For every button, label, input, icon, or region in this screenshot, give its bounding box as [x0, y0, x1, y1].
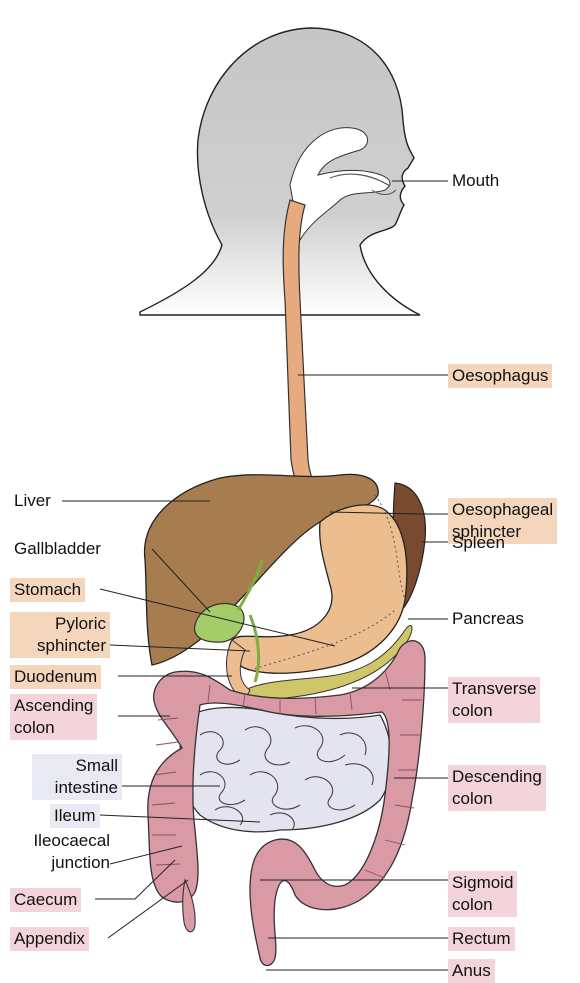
label-sigmoid-colon: Sigmoid colon — [448, 871, 517, 917]
label-liver: Liver — [14, 490, 51, 512]
label-spleen: Spleen — [452, 532, 505, 554]
label-anus: Anus — [448, 959, 495, 983]
label-appendix: Appendix — [10, 927, 89, 951]
small-intestine — [180, 707, 391, 831]
label-descending-colon: Descending colon — [448, 765, 546, 811]
label-oesophagus: Oesophagus — [448, 364, 552, 388]
label-ileum: Ileum — [50, 804, 100, 828]
label-rectum: Rectum — [448, 927, 515, 951]
label-pyloric-sphincter: Pyloric sphincter — [10, 612, 110, 658]
label-duodenum: Duodenum — [10, 665, 101, 689]
label-pancreas: Pancreas — [452, 608, 524, 630]
label-gallbladder: Gallbladder — [14, 538, 101, 560]
label-small-intestine: Small intestine — [32, 754, 122, 800]
label-transverse-colon: Transverse colon — [448, 677, 540, 723]
label-ileocaecal-junction: Ileocaecal junction — [10, 830, 110, 874]
label-caecum: Caecum — [10, 888, 81, 912]
label-ascending-colon: Ascending colon — [10, 694, 97, 740]
head-silhouette — [140, 28, 420, 315]
label-mouth: Mouth — [452, 170, 499, 192]
label-stomach: Stomach — [10, 578, 85, 602]
